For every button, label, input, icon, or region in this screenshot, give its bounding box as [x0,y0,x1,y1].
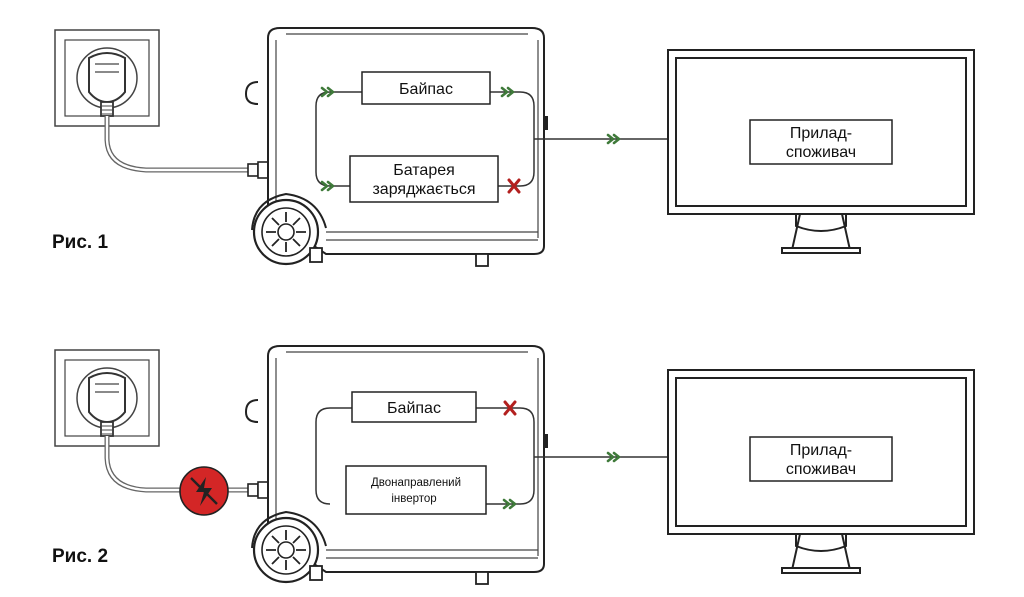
device-label-line2: споживач [786,461,856,478]
device-label-line1: Прилад- [790,442,852,459]
bypass-box [351,391,477,423]
figure-1-label: Рис. 1 [52,232,108,253]
power-station-icon [244,344,550,586]
figure-2-label: Рис. 2 [52,546,108,567]
device-label-line2: споживач [786,144,856,161]
bypass-label: Байпас [387,400,441,417]
inverter-label-line1: Двонаправлений [371,477,461,489]
device-box [749,119,893,165]
battery-label-line1: Батарея [393,162,455,179]
battery-label-line2: заряджається [372,181,475,198]
inverter-box [345,465,487,515]
wall-socket-icon [54,349,160,447]
figure-1: Байпас Батарея заряджається Прилад- спож… [52,26,975,268]
device-label-line1: Прилад- [790,125,852,142]
battery-box [349,155,499,203]
bypass-label: Байпас [399,81,453,98]
power-station-icon [244,26,550,268]
power-off-icon [179,466,229,516]
wall-socket-icon [54,29,160,127]
device-box [749,436,893,482]
bypass-box [361,71,491,105]
figure-2: Байпас Двонаправлений інвертор Прилад- с… [52,344,975,586]
inverter-label-line2: інвертор [391,493,436,505]
